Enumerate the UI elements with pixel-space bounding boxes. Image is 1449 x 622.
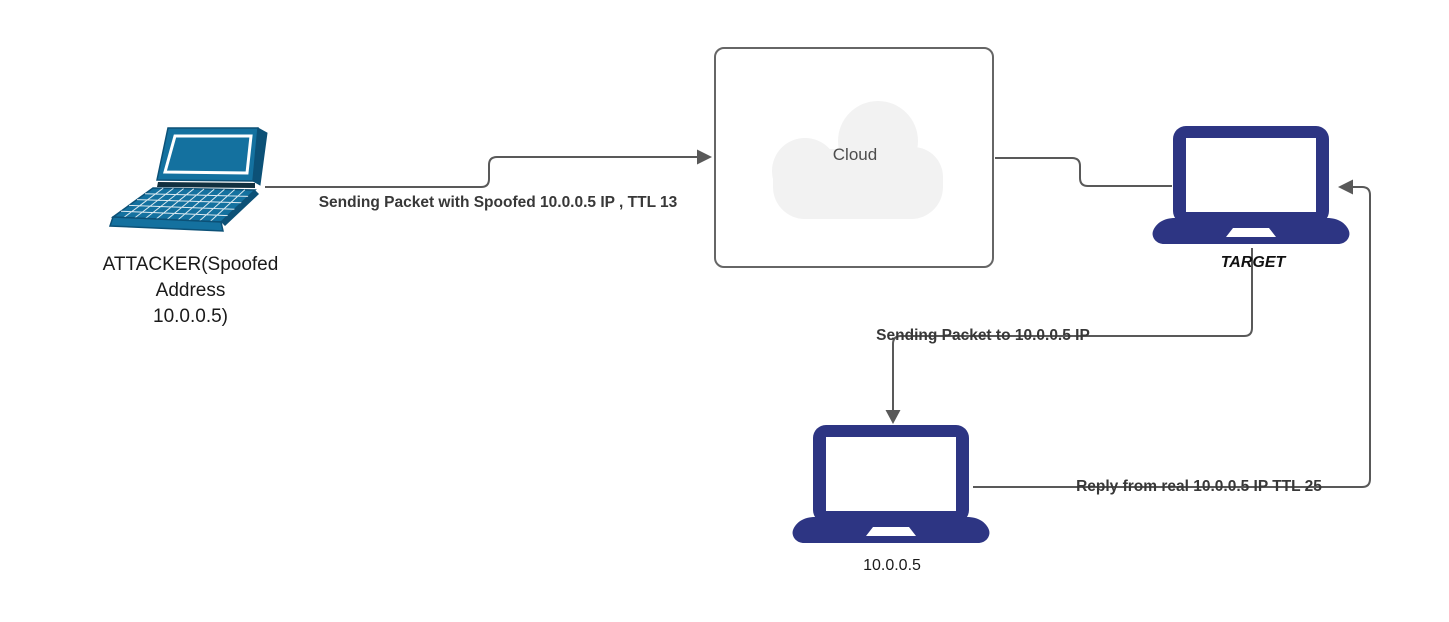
edge-label-sending-packet: Sending Packet to 10.0.0.5 IP	[876, 327, 1090, 344]
cloud-box	[714, 47, 994, 268]
edge-label-spoofed-packet: Sending Packet with Spoofed 10.0.0.5 IP …	[318, 194, 678, 211]
edge-real-host-to-target	[973, 186, 1371, 488]
target-label: TARGET	[1220, 254, 1286, 271]
arrowhead-right-icon	[697, 149, 712, 165]
target-laptop-icon	[1152, 126, 1350, 244]
edge-cloud-to-target	[995, 157, 1172, 187]
arrowhead-left-icon	[1338, 179, 1353, 195]
attacker-node	[105, 120, 270, 235]
real-host-label: 10.0.0.5	[863, 557, 921, 574]
real-host-laptop-icon	[792, 425, 990, 543]
cloud-label: Cloud	[832, 145, 878, 164]
real-host-node	[791, 425, 991, 549]
target-node	[1151, 126, 1351, 250]
attacker-label: ATTACKER(Spoofed Address 10.0.0.5)	[102, 254, 279, 327]
edge-target-to-real-host	[892, 248, 1253, 410]
arrowhead-down-icon	[885, 410, 901, 424]
edge-label-reply-packet: Reply from real 10.0.0.5 IP TTL 25	[1076, 478, 1322, 495]
cloud-icon	[772, 101, 943, 219]
attacker-laptop-icon	[108, 127, 268, 232]
edge-attacker-to-cloud	[265, 156, 697, 188]
